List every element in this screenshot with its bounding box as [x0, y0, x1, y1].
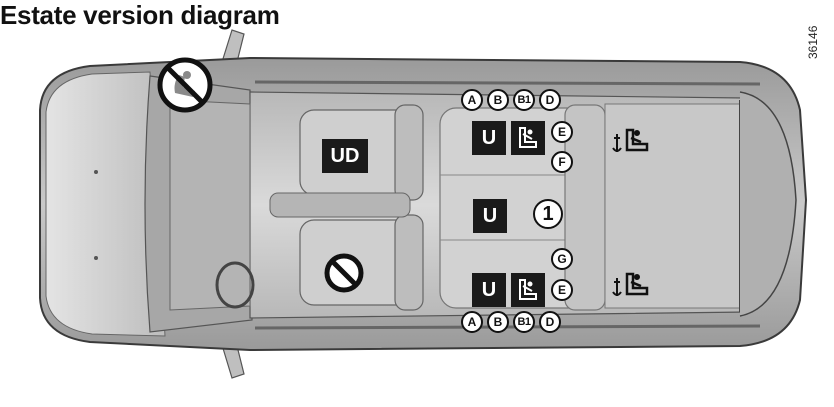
- isofix-anchor-icon: [611, 124, 655, 158]
- letter-b1-top: B1: [513, 89, 535, 111]
- isofix-anchor-icon: [611, 268, 655, 302]
- letter-d-top: D: [539, 89, 561, 111]
- letter-b-top: B: [487, 89, 509, 111]
- diagram-title: Estate version diagram: [0, 0, 280, 30]
- seat-label-u-rear-center: U: [473, 199, 507, 233]
- prohibited-icon: [323, 252, 365, 294]
- child-seat-icon: [511, 273, 545, 307]
- letter-f: F: [551, 151, 573, 173]
- letter-b1-bottom: B1: [513, 311, 535, 333]
- seat-label-u-rear-left: U: [472, 273, 506, 307]
- letter-a-bottom: A: [461, 311, 483, 333]
- letter-d-bottom: D: [539, 311, 561, 333]
- letter-e-bottom: E: [551, 279, 573, 301]
- letter-e-top: E: [551, 121, 573, 143]
- letter-b-bottom: B: [487, 311, 509, 333]
- no-rear-facing-child-seat-icon: [157, 57, 213, 113]
- child-seat-icon: [511, 121, 545, 155]
- seat-label-u-rear-right: U: [472, 121, 506, 155]
- seat-label-ud: UD: [322, 139, 368, 173]
- letter-a-top: A: [461, 89, 483, 111]
- letter-g: G: [551, 248, 573, 270]
- callout-1: 1: [533, 199, 563, 229]
